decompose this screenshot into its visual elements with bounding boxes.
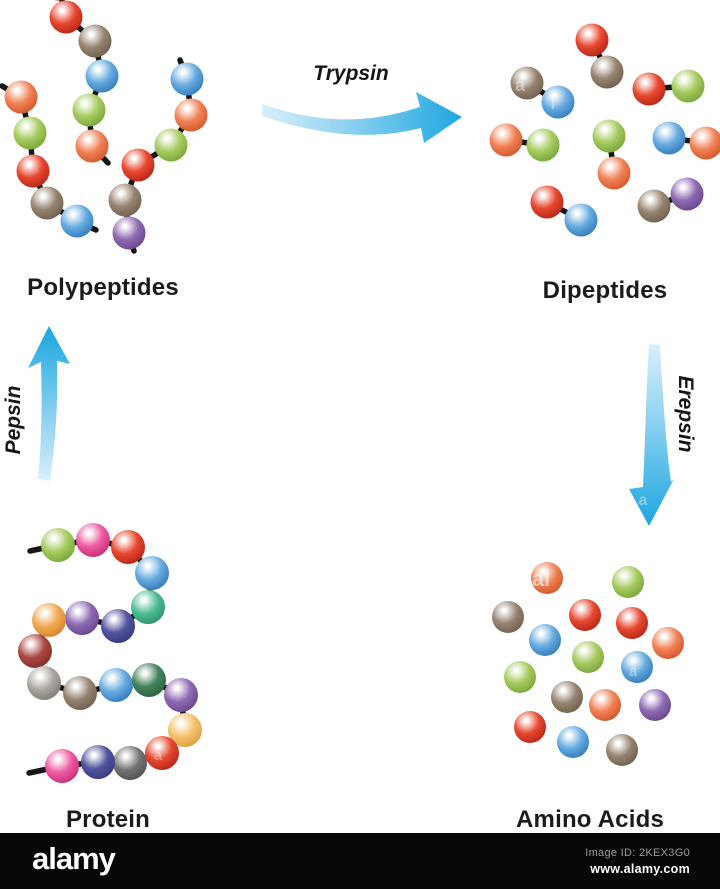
bead-maroon [18,634,52,668]
bead-green [592,119,626,153]
bead-brown [551,681,583,713]
bead-brown [78,24,112,58]
image-id-text: Image ID: 2KEX3G0 [585,846,690,859]
bead-blue [99,668,133,702]
bead-purple [164,678,198,712]
erepsin-label: Erepsin [674,375,697,453]
bead-blue [170,62,204,96]
bead-brown [108,183,142,217]
alamy-watermark-bar: alamy Image ID: 2KEX3G0 www.alamy.com [0,833,720,889]
bead-blue [652,121,686,155]
bead-brown [637,189,671,223]
bead-red [145,736,179,770]
watermark-letter: a [629,663,638,680]
amino-acids-figure [492,562,684,766]
trypsin-label: Trypsin [313,62,389,85]
bead-orange [652,627,684,659]
bead-blue [621,651,653,683]
bead-green [572,641,604,673]
protein-figure [18,523,202,783]
bead-silver [27,666,61,700]
bead-pink [45,749,79,783]
bead-red [16,154,50,188]
bead-indigo [81,745,115,779]
polypeptides-label: Polypeptides [27,274,179,301]
bead-darkgray [113,746,147,780]
bead-blue [85,59,119,93]
alamy-url-text: www.alamy.com [590,861,690,876]
bead-green [612,566,644,598]
bead-purple [65,601,99,635]
bead-orange [531,562,563,594]
pepsin-arrow [28,326,70,481]
footer-info: Image ID: 2KEX3G0 www.alamy.com [585,847,690,876]
bead-orange [689,126,720,160]
bead-brown [63,676,97,710]
bead-green [72,93,106,127]
amino-acids-label: Amino Acids [516,806,664,833]
bead-green [526,128,560,162]
trypsin-arrow [262,92,462,143]
bead-brown [492,601,524,633]
dipeptides-label: Dipeptides [542,277,668,304]
bead-darkgreen [132,663,166,697]
bead-purple [112,216,146,250]
watermark-letter: a [154,747,163,764]
bead-orange [489,123,523,157]
alamy-logo: alamy [32,840,116,876]
watermark-letter: l [551,96,555,113]
bead-blue [541,85,575,119]
bead-red [616,607,648,639]
bead-brown [30,186,64,220]
bead-green [13,116,47,150]
bead-green [41,528,75,562]
bead-red [111,530,145,564]
bead-purple [670,177,704,211]
bead-brown [606,734,638,766]
bead-red [632,72,666,106]
bead-purple [639,689,671,721]
bead-red [530,185,564,219]
bead-red [575,23,609,57]
bead-green [154,128,188,162]
bead-blue [529,624,561,656]
bead-red [121,148,155,182]
bead-red [569,599,601,631]
erepsin-arrow [629,344,674,526]
bead-orange [75,129,109,163]
dipeptides-figure [489,23,720,237]
bead-red [49,0,83,34]
bead-green [671,69,705,103]
polypeptides-figure [0,0,208,254]
protein-label: Protein [65,806,151,833]
bead-brown [590,55,624,89]
bead-pink [76,523,110,557]
bead-red [53,0,63,1]
bead-orange [597,156,631,190]
bead-green [504,661,536,693]
bead-indigo [101,609,135,643]
bead-blue [564,203,598,237]
bead-amber [32,603,66,637]
bead-orange [174,98,208,132]
bead-orange [589,689,621,721]
watermark-letter: a [639,492,648,509]
bead-blue [135,556,169,590]
bead-gold [168,713,202,747]
pepsin-label: Pepsin [2,385,25,455]
bead-brown [510,66,544,100]
bead-blue [60,204,94,238]
watermark-letter: a [515,75,526,95]
watermark-letter: al [532,566,550,591]
bead-red [514,711,546,743]
bead-blue [557,726,589,758]
bead-orange [4,80,38,114]
bead-teal [131,590,165,624]
